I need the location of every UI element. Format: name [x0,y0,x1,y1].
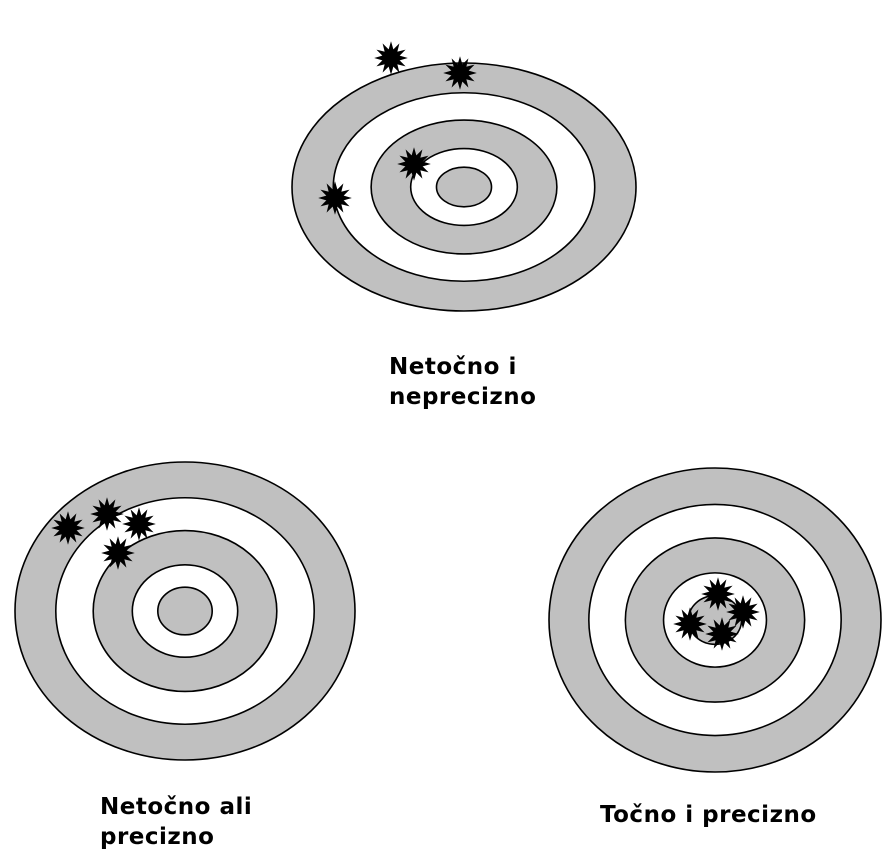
target-inaccurate-precise [14,461,356,761]
target-accurate-precise [548,467,882,773]
bullet-hole-icon [101,536,135,570]
bullet-hole-icon [705,617,739,651]
bullet-hole-icon [726,595,760,629]
caption-inaccurate-imprecise: Netočno i neprecizno [389,352,536,412]
bullet-hole-icon [318,181,352,215]
bullet-hole-icon [443,56,477,90]
bullet-hole-icon [397,147,431,181]
caption-line: precizno [100,824,215,850]
caption-inaccurate-precise: Netočno ali precizno [100,792,252,852]
target-inaccurate-imprecise [291,41,637,312]
bullet-hole-icon [673,607,707,641]
bullet-hole-icon [701,577,735,611]
target-ring-5 [157,586,214,636]
bullet-hole-icon [374,41,408,75]
caption-line: Netočno i [389,354,517,380]
bullet-hole-icon [51,511,85,545]
caption-line: Točno i precizno [600,802,817,828]
caption-accurate-precise: Točno i precizno [600,800,817,830]
caption-line: neprecizno [389,384,537,410]
bullet-hole-icon [90,497,124,531]
bullet-hole-icon [122,507,156,541]
target-ring-5 [435,166,493,208]
caption-line: Netočno ali [100,794,253,820]
